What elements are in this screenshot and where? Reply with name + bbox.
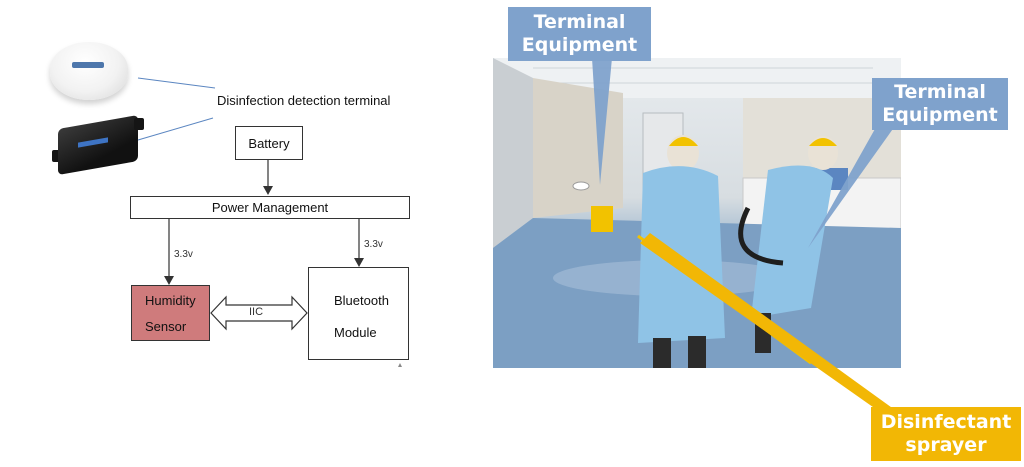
device-pointer-line: [137, 77, 216, 89]
humidity-label-line2: Sensor: [145, 319, 187, 334]
iic-double-arrow: [210, 295, 308, 331]
humidity-sensor-box: Humidity Sensor: [131, 285, 210, 341]
device-pointer-line: [137, 117, 214, 141]
humidity-label-line1: Humidity: [145, 293, 196, 308]
callout-line: Terminal: [894, 81, 986, 103]
worker-gown: [638, 166, 725, 343]
battery-box: Battery: [235, 126, 303, 160]
callout-line: sprayer: [905, 434, 987, 456]
bluetooth-module-box: Bluetooth Module: [308, 267, 409, 360]
callout-line: Equipment: [521, 34, 638, 56]
disinfectant-sprayer-callout: Disinfectant sprayer: [871, 407, 1021, 461]
voltage-label-left: 3.3v: [174, 249, 193, 260]
round-terminal-device-image: [50, 42, 128, 100]
terminal-title: Disinfection detection terminal: [217, 93, 391, 108]
callout-pointer-2: [808, 120, 895, 248]
power-management-box: Power Management: [130, 196, 410, 219]
terminal-equipment-callout-1: Terminal Equipment: [508, 7, 651, 61]
mount-ear-icon: [134, 118, 144, 130]
callout-pointer-1: [592, 58, 612, 185]
voltage-label-right: 3.3v: [364, 239, 383, 250]
battery-label: Battery: [248, 135, 290, 151]
iic-bus-label: IIC: [249, 306, 264, 318]
arrow-head-icon: [354, 258, 364, 267]
brand-logo-icon: [72, 62, 104, 68]
bluetooth-label-line1: Bluetooth: [334, 293, 389, 308]
bluetooth-label-line2: Module: [334, 325, 377, 340]
power-management-label: Power Management: [211, 200, 329, 215]
terminal-equipment-callout-2: Terminal Equipment: [872, 78, 1008, 130]
arrow-head-icon: [164, 276, 174, 285]
mount-ear-icon: [52, 150, 62, 162]
arrow-head-icon: [263, 186, 273, 195]
worker-gown: [751, 165, 833, 318]
disinfection-scene-photo: [493, 58, 901, 368]
callout-line: Disinfectant: [880, 411, 1012, 433]
callout-pointer-3: [640, 233, 895, 412]
callout-line: Terminal: [533, 11, 626, 33]
corner-mark-icon: [398, 363, 402, 367]
callout-line: Equipment: [882, 104, 998, 126]
